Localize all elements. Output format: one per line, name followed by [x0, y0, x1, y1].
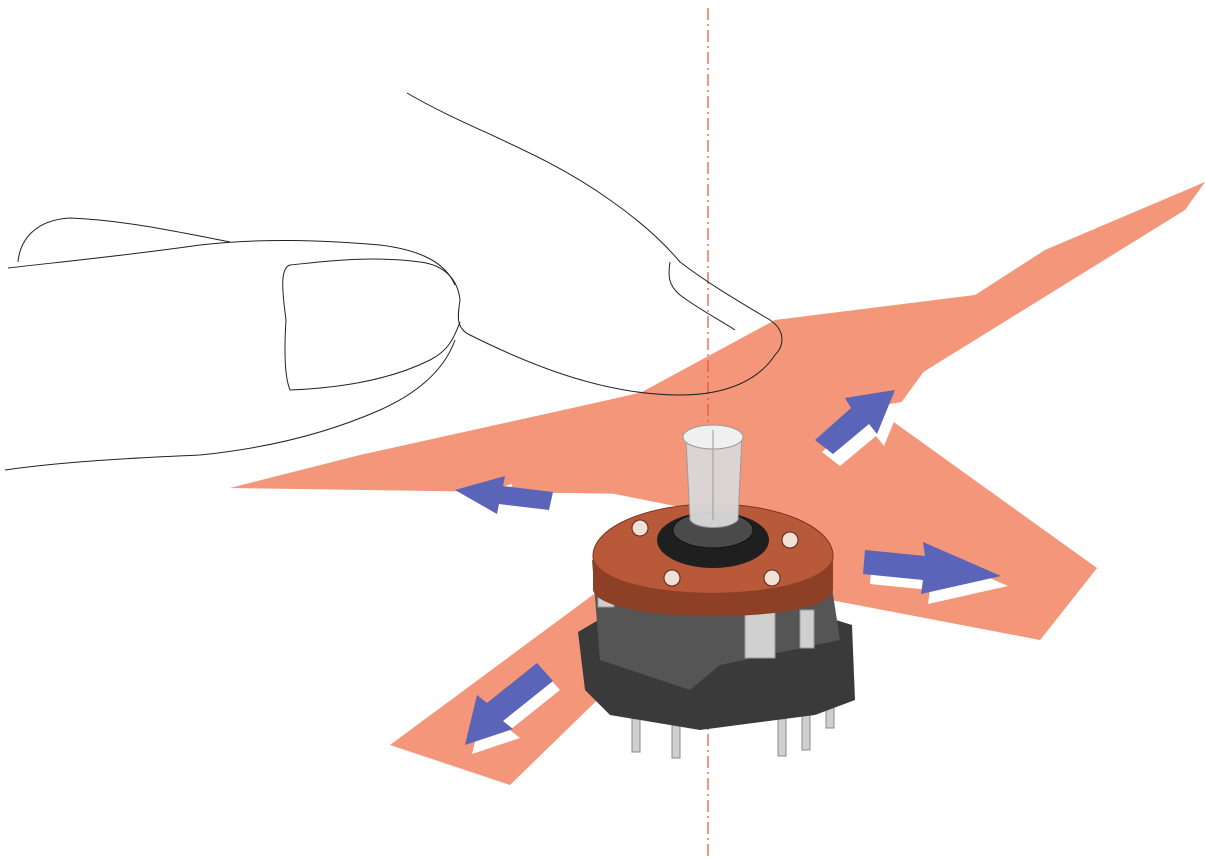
metal-tab-right [799, 609, 815, 649]
multi-direction-switch-icon [578, 424, 855, 759]
switch-shaft [685, 435, 743, 528]
direction-arrows [455, 390, 1008, 754]
arrow-left-icon [455, 476, 560, 522]
finger-outline-icon [4, 92, 783, 471]
arrow-right-icon [863, 542, 1008, 604]
arrow-up-right-icon [815, 390, 902, 466]
arrow-down-left-icon [465, 663, 560, 754]
